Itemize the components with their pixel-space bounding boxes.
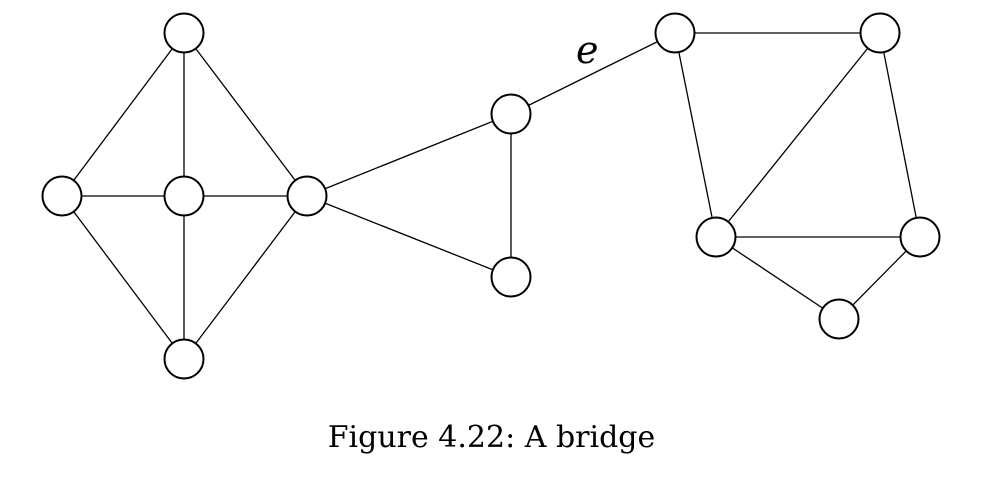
node-c2 [859, 12, 901, 54]
node-a3 [163, 175, 205, 217]
edge-a4-b2 [306, 195, 512, 278]
bridge-edge [510, 32, 676, 115]
figure-caption: Figure 4.22: A bridge [327, 420, 656, 455]
edge-c3-c5 [715, 236, 840, 320]
node-c4 [899, 216, 941, 258]
edge-layer [61, 32, 921, 360]
edge-a4-a5 [183, 195, 308, 360]
node-c1 [654, 12, 696, 54]
node-b1 [490, 93, 532, 135]
node-a1 [163, 12, 205, 54]
edge-a4-b1 [306, 113, 512, 197]
node-layer [41, 12, 941, 380]
node-c3 [695, 216, 737, 258]
edge-a1-a4 [183, 32, 308, 197]
edge-c2-c3 [715, 32, 881, 238]
edge-a2-a5 [61, 195, 185, 360]
node-a2 [41, 175, 83, 217]
edge-a1-a2 [61, 32, 185, 197]
node-c5 [818, 298, 860, 340]
edge-c2-c4 [879, 32, 921, 238]
node-b2 [490, 256, 532, 298]
node-a4 [286, 175, 328, 217]
edge-c1-c3 [674, 32, 717, 238]
bridge-edge-label: e [576, 28, 599, 72]
node-a5 [163, 338, 205, 380]
